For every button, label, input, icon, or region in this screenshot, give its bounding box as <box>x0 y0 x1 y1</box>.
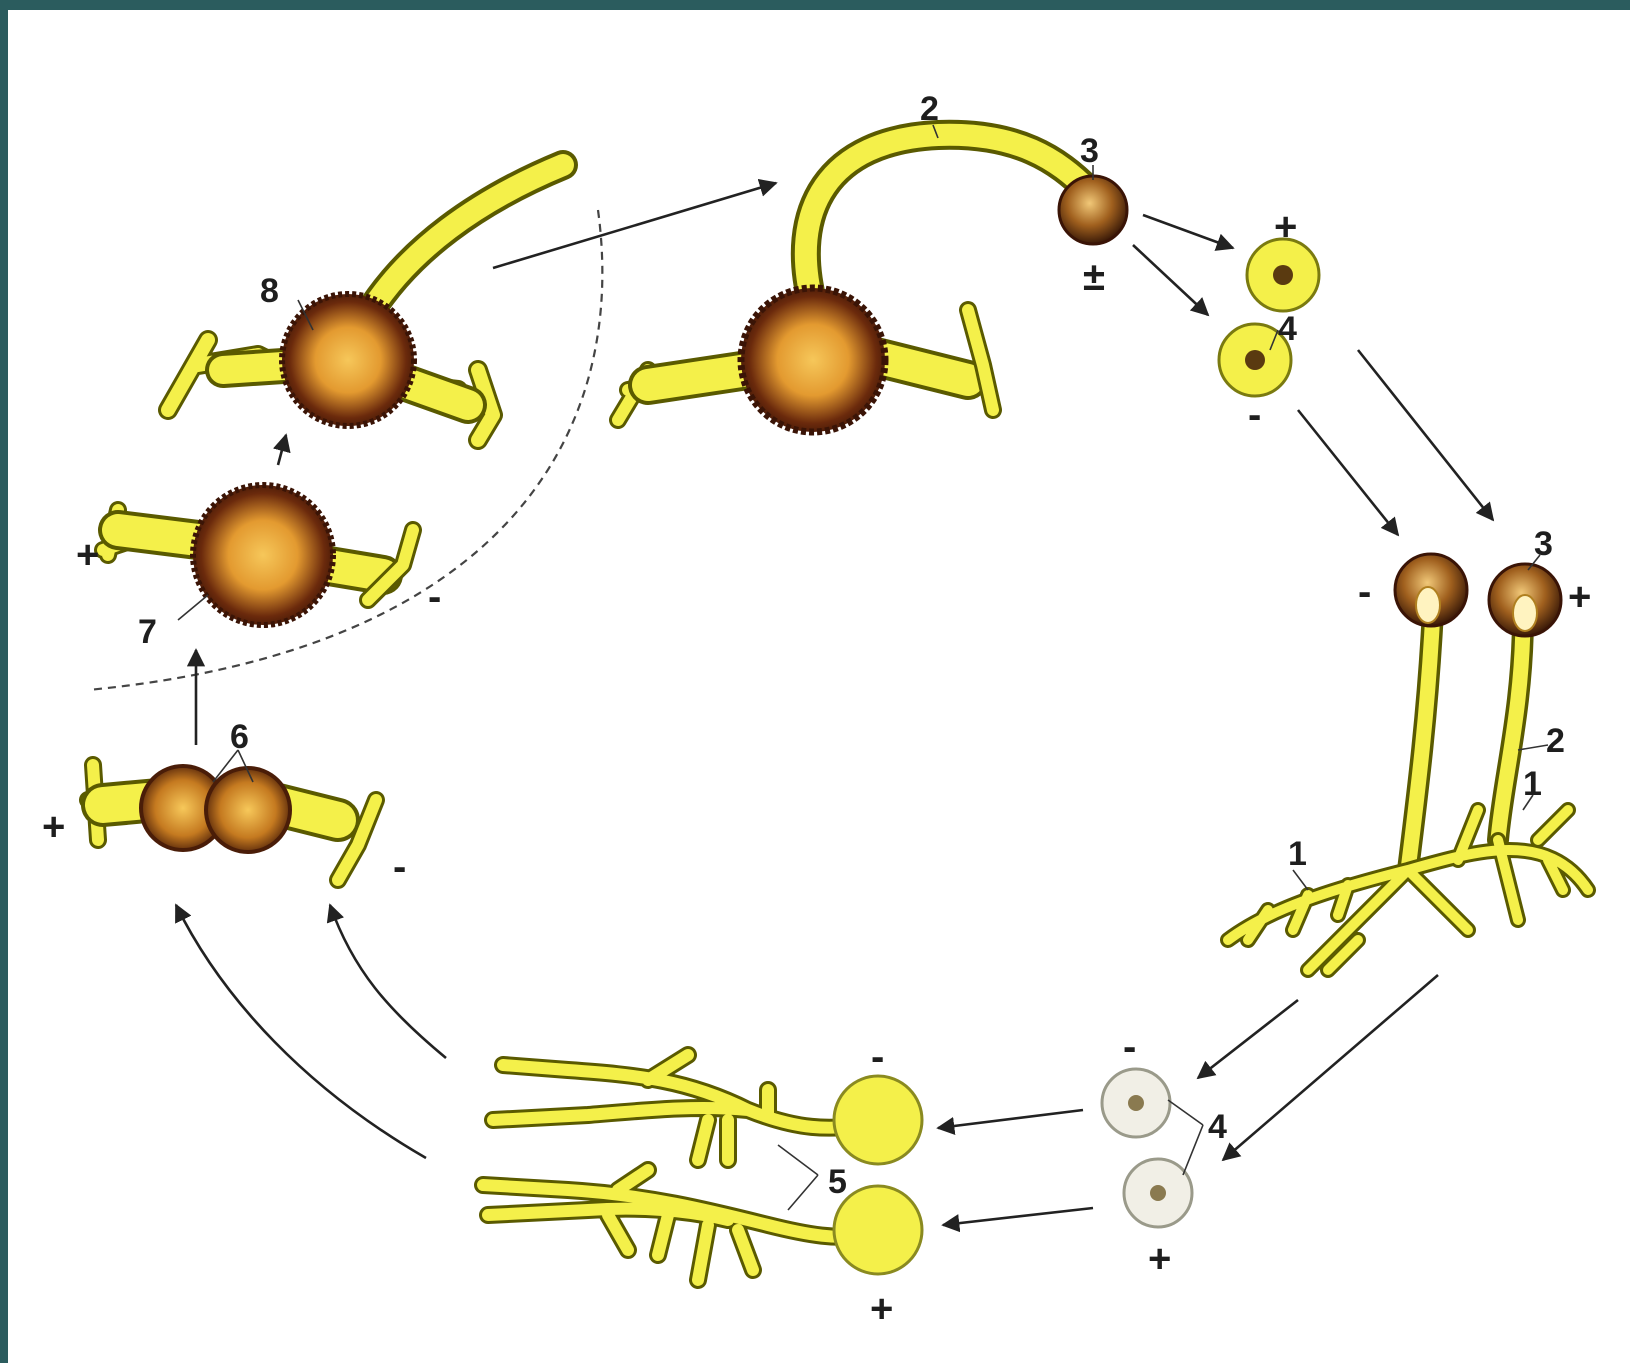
stage-6-gametangia <box>88 765 376 880</box>
arrow-to-mycelium-plus <box>943 1208 1093 1225</box>
sporangiophores-right <box>1228 554 1588 970</box>
label-3-top: 3 <box>1080 132 1099 170</box>
arrow-7-to-8 <box>278 435 286 465</box>
sign-minus-6: - <box>393 845 406 889</box>
label-3-right: 3 <box>1534 525 1553 563</box>
arrow-to-sporangium-plus <box>1358 350 1493 520</box>
arrow-8-to-germination <box>493 183 776 268</box>
sign-plus-spore-top: + <box>1274 205 1297 249</box>
sign-plus-mycelium: + <box>870 1287 893 1331</box>
label-4-top: 4 <box>1278 310 1297 348</box>
arrow-to-gametangia-1 <box>330 905 446 1058</box>
phase-boundary-line <box>88 210 602 690</box>
label-4-bottom: 4 <box>1208 1108 1227 1146</box>
arrow-to-spore-plus-bottom <box>1223 975 1438 1160</box>
sign-plus-7: + <box>76 533 99 577</box>
arrow-to-mycelium-minus <box>938 1110 1083 1128</box>
sign-plus-sporangium: + <box>1568 575 1591 619</box>
label-5: 5 <box>828 1163 847 1201</box>
label-7: 7 <box>138 613 157 651</box>
sign-minus-mycelium: - <box>871 1035 884 1079</box>
sign-plus-6: + <box>42 805 65 849</box>
number-labels: 8 7 6 2 3 4 3 2 1 1 4 5 <box>138 90 1565 1201</box>
sign-plus-spore-bottom: + <box>1148 1237 1171 1281</box>
sign-minus-spore-bottom: - <box>1123 1025 1136 1069</box>
arrow-to-spore-minus-bottom <box>1198 1000 1298 1078</box>
label-1-left: 1 <box>1288 835 1307 873</box>
diagram-canvas: 8 7 6 2 3 4 3 2 1 1 4 5 + - + - ± + - - … <box>8 10 1630 1363</box>
arrow-to-gametangia-2 <box>176 905 426 1158</box>
label-2-right: 2 <box>1546 722 1565 760</box>
arrow-spore-plus <box>1143 215 1233 248</box>
arrow-to-sporangium-minus <box>1298 410 1398 535</box>
label-1-right: 1 <box>1523 765 1542 803</box>
germinated-zygospore-with-sporangium <box>618 135 1127 432</box>
spores-bottom <box>1102 1069 1192 1227</box>
label-8: 8 <box>260 272 279 310</box>
arrow-spore-minus <box>1133 245 1208 315</box>
life-cycle-diagram: 8 7 6 2 3 4 3 2 1 1 4 5 + - + - ± + - - … <box>8 10 1630 1363</box>
sign-plus-minus: ± <box>1083 255 1105 299</box>
mycelia-bottom <box>483 1055 922 1280</box>
sign-minus-spore-top: - <box>1248 393 1261 437</box>
sign-minus-sporangium: - <box>1358 570 1371 614</box>
label-6: 6 <box>230 718 249 756</box>
stage-7-zygospore <box>103 485 413 625</box>
label-2-top: 2 <box>920 90 939 128</box>
stage-8-germinating-zygospore <box>168 165 563 440</box>
spores-top <box>1219 239 1319 396</box>
sign-minus-7: - <box>428 575 441 619</box>
